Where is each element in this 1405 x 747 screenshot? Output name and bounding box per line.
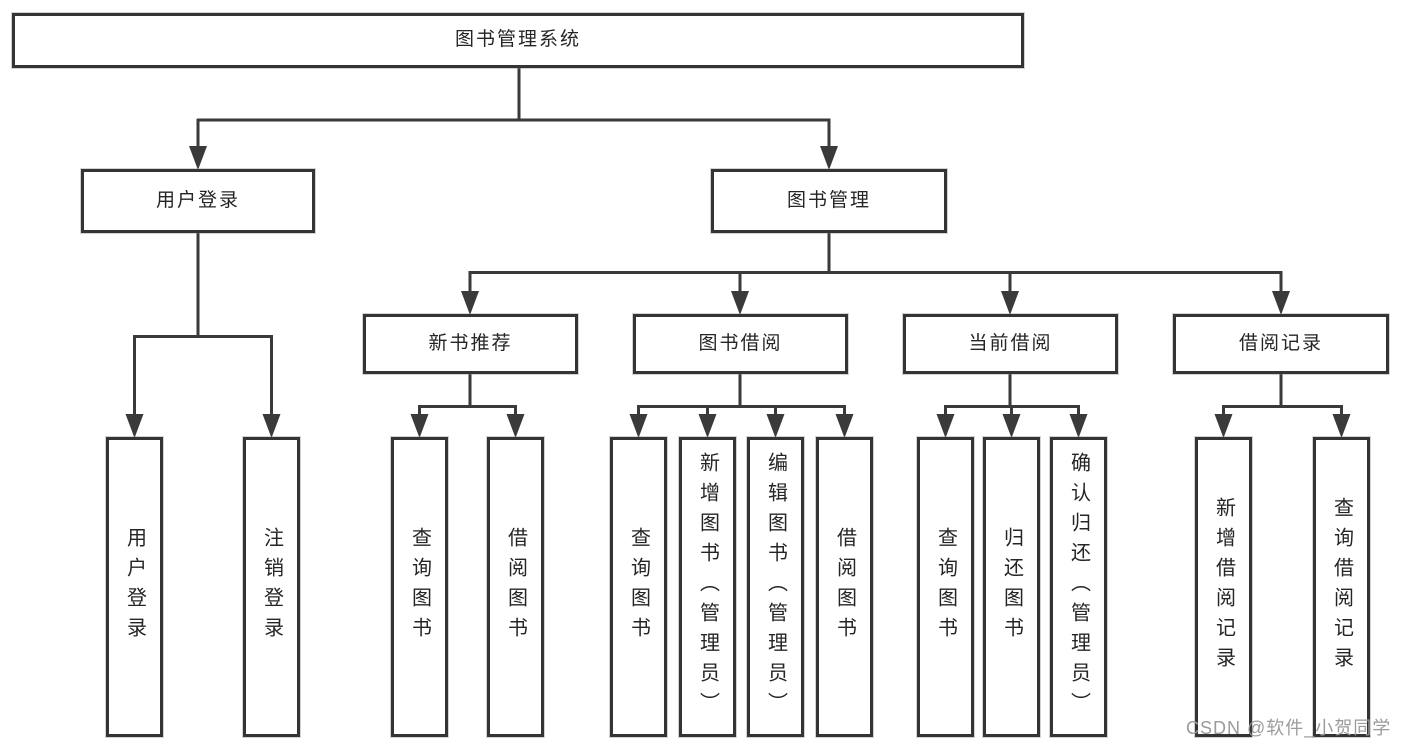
node-book-borrow: 图书借阅	[633, 314, 848, 374]
node-new-book-recommend: 新书推荐	[363, 314, 578, 374]
node-book-management-label: 图书管理	[786, 189, 871, 211]
node-new-book-recommend-label: 新书推荐	[428, 332, 513, 354]
leaf-nb-borrow-book: 借阅图书	[487, 437, 544, 737]
leaf-cb-return-book-label: 归还图书	[1000, 527, 1023, 647]
leaf-cb-confirm-return-admin-label: 确认归还（管理员）	[1067, 452, 1090, 722]
leaf-cb-query-book-label: 查询图书	[934, 527, 957, 647]
node-root-label: 图书管理系统	[454, 29, 581, 51]
leaf-nb-query-book: 查询图书	[391, 437, 448, 737]
watermark: CSDN @软件_小贺同学	[1186, 718, 1392, 738]
node-book-borrow-label: 图书借阅	[698, 332, 783, 354]
leaf-cb-confirm-return-admin: 确认归还（管理员）	[1050, 437, 1107, 737]
leaf-bb-query-book-label: 查询图书	[627, 527, 650, 647]
leaf-user-login-label: 用户登录	[123, 527, 146, 647]
leaf-br-query-record: 查询借阅记录	[1313, 437, 1370, 737]
leaf-nb-borrow-book-label: 借阅图书	[504, 527, 527, 647]
leaf-bb-edit-book-admin-label: 编辑图书（管理员）	[764, 452, 787, 722]
leaf-bb-add-book-admin-label: 新增图书（管理员）	[696, 452, 719, 722]
leaf-logout-label: 注销登录	[260, 527, 283, 647]
leaf-bb-borrow-book: 借阅图书	[816, 437, 873, 737]
arrowhead-icons	[125, 146, 1351, 438]
leaf-br-add-record-label: 新增借阅记录	[1212, 497, 1235, 677]
leaf-logout: 注销登录	[243, 437, 300, 737]
node-current-borrow-label: 当前借阅	[968, 332, 1053, 354]
node-user-login: 用户登录	[81, 169, 315, 233]
node-root: 图书管理系统	[12, 13, 1024, 68]
node-borrow-records: 借阅记录	[1173, 314, 1389, 374]
leaf-user-login: 用户登录	[106, 437, 163, 737]
leaf-cb-query-book: 查询图书	[917, 437, 974, 737]
leaf-br-query-record-label: 查询借阅记录	[1330, 497, 1353, 677]
node-book-management: 图书管理	[711, 169, 947, 233]
node-current-borrow: 当前借阅	[903, 314, 1118, 374]
leaf-bb-query-book: 查询图书	[610, 437, 667, 737]
leaf-nb-query-book-label: 查询图书	[408, 527, 431, 647]
node-borrow-records-label: 借阅记录	[1238, 332, 1323, 354]
leaf-bb-add-book-admin: 新增图书（管理员）	[679, 437, 736, 737]
leaf-cb-return-book: 归还图书	[983, 437, 1040, 737]
node-user-login-label: 用户登录	[155, 189, 240, 211]
leaf-bb-borrow-book-label: 借阅图书	[833, 527, 856, 647]
leaf-br-add-record: 新增借阅记录	[1195, 437, 1252, 737]
leaf-bb-edit-book-admin: 编辑图书（管理员）	[747, 437, 804, 737]
